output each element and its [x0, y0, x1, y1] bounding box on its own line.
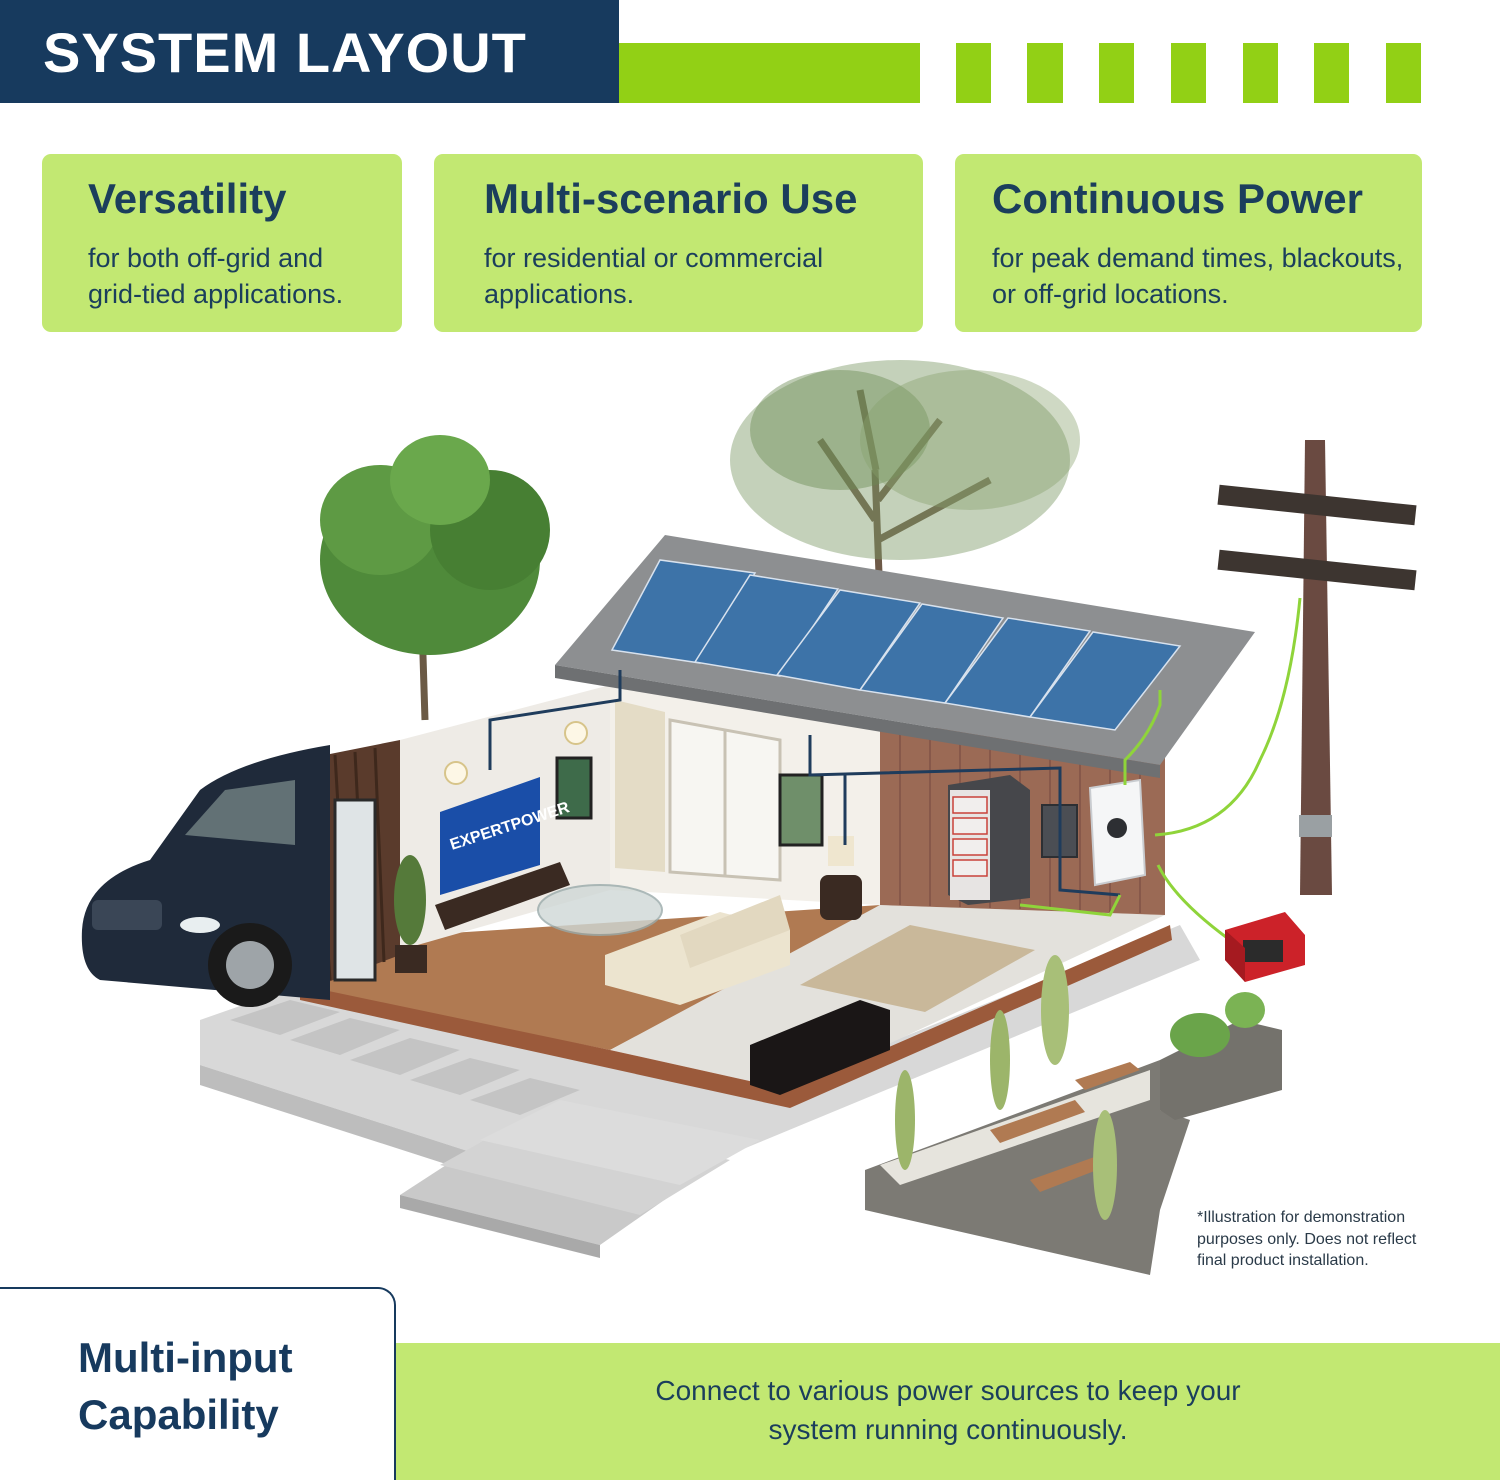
- floor-lamp: [828, 836, 854, 866]
- header-stripe-block: [1243, 43, 1278, 103]
- generator: [1225, 912, 1305, 982]
- feature-title: Multi-scenario Use: [484, 175, 858, 222]
- header-stripe-block: [1314, 43, 1349, 103]
- bottom-banner: Connect to various power sources to keep…: [396, 1343, 1500, 1480]
- side-table: [820, 875, 862, 920]
- feature-card-continuous-power: Continuous Power for peak demand times, …: [955, 154, 1422, 332]
- left-tree: [320, 435, 550, 721]
- ground-platform: [200, 925, 1200, 1200]
- feature-card-multi-scenario: Multi-scenario Use for residential or co…: [434, 154, 923, 332]
- garden-planters: [865, 955, 1282, 1275]
- utility-pole: [1217, 440, 1417, 895]
- curtain: [615, 700, 665, 872]
- header-banner: SYSTEM LAYOUT: [0, 0, 619, 103]
- feature-text: for both off-grid and grid-tied applicat…: [88, 243, 344, 309]
- wall-lamp: [444, 761, 468, 785]
- mirror: [333, 798, 377, 982]
- header-stripe-block: [1171, 43, 1206, 103]
- header-stripe-block: [1027, 43, 1063, 103]
- console-cabinet: [750, 1000, 890, 1095]
- header-stripe-block: [1099, 43, 1134, 103]
- header-stripe-long: [619, 43, 920, 103]
- coffee-table: [537, 884, 663, 936]
- inverter-display: [1107, 818, 1127, 838]
- bottom-title: Multi-input Capability: [78, 1334, 293, 1438]
- back-tree: [730, 360, 1080, 601]
- feature-text: for peak demand times, blackouts, or off…: [992, 243, 1404, 309]
- battery-rack: [948, 775, 1030, 905]
- wall-lamp: [564, 721, 588, 745]
- bottom-description: Connect to various power sources to keep…: [655, 1375, 1241, 1445]
- entry-steps: [400, 1100, 760, 1258]
- ac-wiring: [1019, 597, 1302, 942]
- tv-screen: [440, 777, 540, 895]
- car: [81, 745, 331, 1007]
- feature-text: for residential or commercial applicatio…: [484, 243, 824, 309]
- plant-pot: [395, 945, 427, 973]
- indoor-plant: [394, 855, 426, 945]
- wall-art: [778, 773, 824, 847]
- feature-title: Continuous Power: [992, 175, 1363, 222]
- header-stripe-block: [1386, 43, 1421, 103]
- wall-art: [555, 756, 593, 820]
- feature-title: Versatility: [88, 175, 287, 222]
- feature-card-versatility: Versatility for both off-grid and grid-t…: [42, 154, 402, 332]
- rug: [800, 925, 1035, 1012]
- paving-slabs: [230, 1000, 580, 1115]
- page-title: SYSTEM LAYOUT: [43, 21, 527, 84]
- tv-stand: [435, 862, 570, 930]
- illustration-disclaimer: *Illustration for demonstration purposes…: [1197, 1209, 1417, 1269]
- solar-panels: [610, 559, 1182, 731]
- dc-wiring: [488, 670, 1121, 897]
- header-stripe-block: [956, 43, 991, 103]
- bottom-title-box: Multi-input Capability: [0, 1287, 396, 1480]
- house-illustration: EXPERTPOWER: [81, 360, 1417, 1275]
